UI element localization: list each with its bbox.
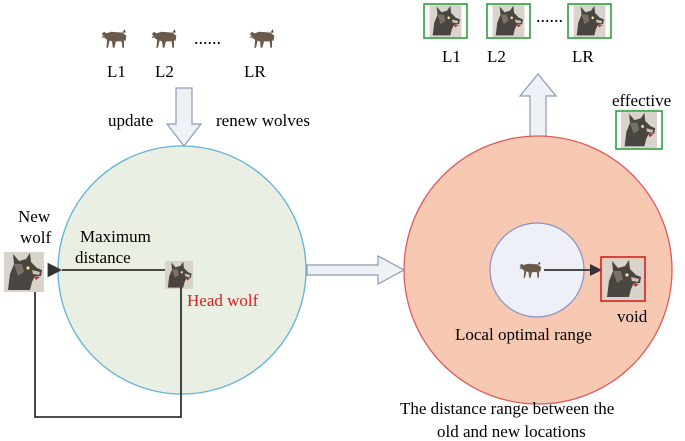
wolf-label-l1: L1 <box>107 62 126 81</box>
local-optimal-label: Local optimal range <box>455 325 592 344</box>
new-wolf-label-line1: New <box>18 207 51 226</box>
effective-wolf-icon <box>621 112 657 148</box>
step-arrowhead <box>590 264 602 276</box>
ellipsis: ...... <box>194 28 221 48</box>
new-wolf-label-line2: wolf <box>20 228 52 247</box>
max-distance-line2: distance <box>75 248 131 267</box>
void-wolf-frame <box>600 256 646 302</box>
head-wolf-icon <box>165 261 193 289</box>
head-wolf-label: Head wolf <box>187 291 259 310</box>
howling-wolf-head-icon <box>429 5 462 37</box>
walking-wolf-icon <box>249 29 275 48</box>
distance-range-line2: old and new locations <box>437 422 586 441</box>
feedback-loop-line <box>34 287 182 418</box>
result-wolf-frame <box>423 3 468 39</box>
result-up-arrow <box>518 73 558 141</box>
transition-right-arrow <box>306 254 406 286</box>
ellipsis: ...... <box>536 6 563 26</box>
wolf-label-l2: L2 <box>487 47 506 66</box>
renew-wolves-label: renew wolves <box>216 111 310 130</box>
howling-wolf-head-icon <box>492 5 525 37</box>
howling-wolf-head-icon <box>573 5 606 37</box>
update-label: update <box>108 111 153 130</box>
distance-range-line1: The distance range between the <box>400 399 614 418</box>
void-label: void <box>617 307 648 326</box>
walking-wolf-icon <box>101 29 127 48</box>
effective-label: effective <box>612 91 671 110</box>
walking-wolf-icon <box>151 29 177 48</box>
result-wolf-frame <box>567 3 612 39</box>
update-down-arrow <box>165 87 203 147</box>
wolf-label-l2: L2 <box>155 62 174 81</box>
wolf-label-lr: LR <box>572 47 594 66</box>
new-wolf-icon <box>4 252 44 292</box>
max-distance-line1: Maximum <box>80 227 151 246</box>
void-wolf-icon <box>603 259 643 299</box>
result-wolf-frame <box>486 3 531 39</box>
wolf-label-lr: LR <box>244 62 266 81</box>
wolf-label-l1: L1 <box>442 47 461 66</box>
effective-wolf-frame <box>615 110 663 150</box>
